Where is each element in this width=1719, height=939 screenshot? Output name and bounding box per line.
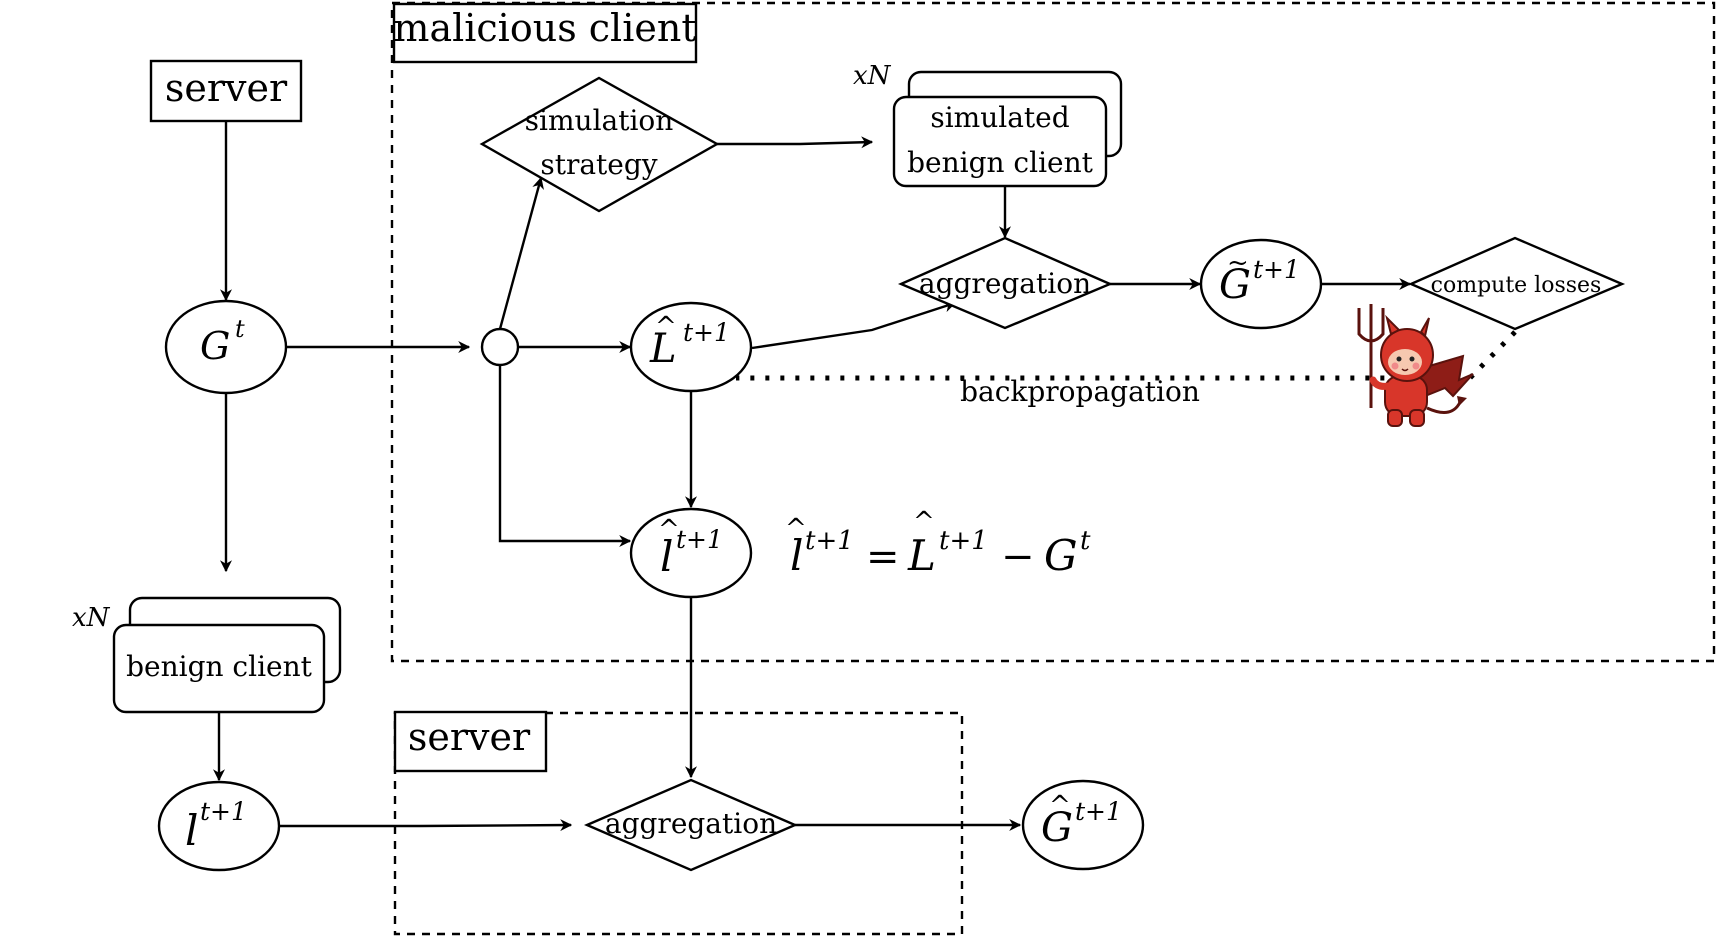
equation-hat-2: ^: [913, 507, 935, 537]
simulated-multiplier: xN: [853, 61, 892, 91]
equation-lhat: ^ l t+1 = ^ L t+1 − G t: [785, 507, 1091, 580]
node-Lhat: L ^ t+1: [629, 301, 753, 393]
edge-junction-to-lhat: [498, 364, 632, 547]
equation-l: l: [790, 531, 803, 580]
node-G-t: G t: [164, 299, 288, 395]
node-Gtilde-tilde: ~: [1227, 248, 1249, 278]
equation-minus: −: [1001, 534, 1035, 580]
benign-client-label: benign client: [126, 650, 313, 683]
equation-equals: =: [866, 534, 900, 580]
node-l-base: l: [185, 806, 198, 855]
node-l: l t+1: [157, 780, 281, 872]
compute-losses-node: compute losses: [1408, 236, 1626, 331]
compute-losses-label: compute losses: [1431, 273, 1602, 298]
aggregation-bottom-label: aggregation: [605, 807, 777, 840]
equation-sup-3: t: [1080, 526, 1091, 556]
simulated-benign-client-node: simulated benign client xN: [853, 61, 1123, 188]
equation-hat-1: ^: [785, 514, 807, 544]
node-G-t-base: G: [200, 324, 230, 368]
simulation-strategy-node: simulation strategy: [479, 76, 720, 213]
backpropagation-label: backpropagation: [960, 375, 1200, 408]
edge-Lhat-to-aggregation: [751, 300, 957, 350]
simulated-client-line2: benign client: [907, 146, 1094, 179]
node-Lhat-base: L: [649, 326, 677, 372]
equation-sup-1: t+1: [805, 526, 854, 556]
aggregation-top-node: aggregation: [897, 236, 1114, 330]
node-lhat-superscript: t+1: [676, 525, 723, 554]
node-Ghat: G ^ t+1: [1021, 779, 1145, 871]
node-Ghat-hat: ^: [1049, 791, 1071, 821]
server-node-label: server: [165, 66, 288, 110]
edge-strategy-to-simulated: [717, 136, 874, 149]
node-Ghat-base: G: [1041, 805, 1073, 851]
server-region: server: [393, 710, 964, 936]
server-node: server: [149, 59, 303, 123]
malicious-client-title: malicious client: [393, 6, 696, 50]
junction-node: [480, 327, 520, 367]
node-Gtilde: G ~ t+1: [1199, 238, 1323, 330]
node-lhat-hat: ^: [658, 515, 680, 545]
edge-junction-to-strategy: [498, 176, 544, 330]
edges: backpropagation: [213, 121, 1517, 832]
simulation-strategy-line1: simulation: [525, 104, 674, 137]
equation-sup-2: t+1: [939, 526, 988, 556]
aggregation-bottom-node: aggregation: [583, 778, 799, 872]
aggregation-top-label: aggregation: [919, 267, 1091, 300]
equation-G: G: [1044, 531, 1078, 580]
devil-icon: [1357, 304, 1474, 427]
node-lhat-base: l: [660, 532, 673, 581]
node-Lhat-superscript: t+1: [683, 318, 730, 347]
node-G-t-superscript: t: [235, 315, 245, 343]
equation-L: L: [907, 531, 936, 580]
node-Lhat-hat: ^: [655, 312, 677, 342]
node-lhat: l ^ t+1: [629, 507, 753, 599]
node-Gtilde-superscript: t+1: [1253, 255, 1300, 284]
server-region-title: server: [408, 715, 531, 759]
edge-l-to-aggregation: [279, 819, 573, 832]
benign-client-node: benign client xN: [72, 596, 342, 714]
simulation-strategy-line2: strategy: [540, 148, 657, 181]
node-l-superscript: t+1: [200, 797, 247, 826]
node-Ghat-superscript: t+1: [1075, 797, 1122, 826]
malicious-client-region: malicious client: [390, 1, 1716, 663]
node-Gtilde-base: G: [1219, 262, 1251, 308]
benign-multiplier: xN: [72, 603, 111, 633]
simulated-client-line1: simulated: [930, 101, 1069, 134]
